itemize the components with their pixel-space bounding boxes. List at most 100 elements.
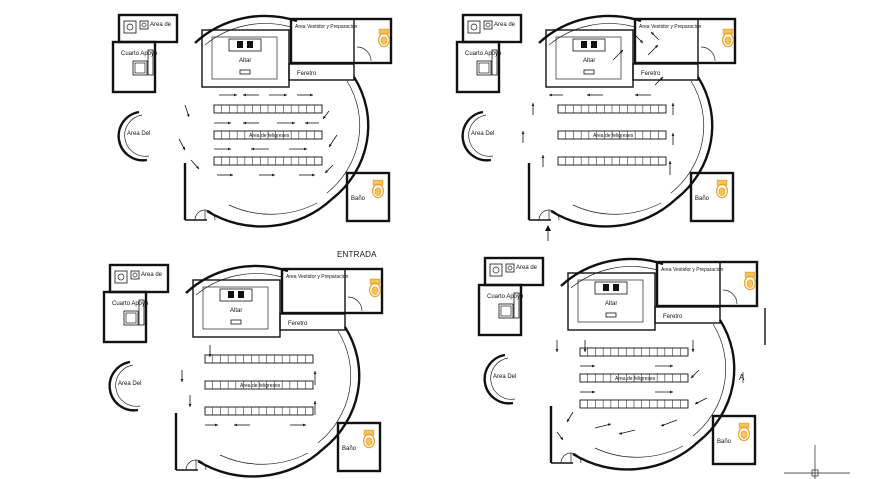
shelf-icon: [491, 49, 498, 76]
santisimo-label: Area Del: [493, 374, 516, 380]
flow-arrow: [549, 93, 563, 97]
vestry-room: [289, 17, 393, 65]
sink-icon: [130, 270, 140, 280]
flow-arrow: [322, 110, 330, 120]
restroom-label: Baño: [351, 196, 366, 202]
vestry-room: [280, 267, 384, 315]
bed-icon: [123, 310, 139, 326]
stove-icon: [489, 263, 503, 277]
public-restroom: [711, 414, 757, 466]
flow-arrow: [671, 103, 675, 115]
flow-arrow: [214, 147, 231, 151]
feretro-area: [288, 63, 355, 81]
toilet-icon: [372, 179, 385, 199]
toilet-icon: [369, 278, 382, 298]
flow-arrow: [612, 49, 624, 61]
public-restroom: [345, 171, 391, 223]
feretro-area: [654, 306, 721, 324]
public-restroom: [689, 171, 735, 223]
altar-table: [572, 38, 606, 52]
vestry-room: [655, 260, 759, 308]
toilet-icon: [378, 28, 391, 48]
flow-arrow: [313, 371, 317, 385]
altar-platform: [567, 272, 656, 331]
flow-arrow: [580, 390, 595, 394]
flow-arrow: [234, 423, 250, 427]
entrance-door-left: [538, 209, 550, 221]
flow-arrow: [583, 340, 587, 352]
flow-arrow: [214, 121, 231, 125]
flow-arrow: [251, 147, 269, 151]
entrance-door-right: [204, 209, 216, 221]
flow-arrow: [555, 340, 559, 352]
flow-arrow: [660, 419, 678, 427]
flow-arrow: [208, 345, 212, 357]
shelf-icon: [138, 299, 145, 326]
restroom-label: Baño: [695, 196, 710, 202]
nave-right-wall: [322, 326, 361, 450]
flow-arrow: [259, 173, 275, 177]
shelf-icon: [147, 49, 154, 76]
stove-icon: [114, 270, 128, 284]
services-label: Area de: [141, 272, 163, 278]
flow-arrow: [277, 121, 295, 125]
nave-top-wall: [185, 264, 289, 294]
nave-bottom-wall: [550, 198, 677, 228]
restroom-label: Baño: [717, 439, 732, 445]
toilet-icon: [738, 422, 751, 442]
flow-arrow: [184, 104, 190, 118]
restroom-label: Baño: [342, 446, 357, 452]
altar-table: [594, 281, 628, 295]
santisimo-chapel-wall: [483, 353, 514, 405]
flow-arrow: [243, 121, 259, 125]
santisimo-chapel-wall: [117, 110, 148, 162]
lectern-icon: [230, 319, 242, 325]
altar-platform: [545, 29, 634, 88]
bed-icon: [498, 303, 514, 319]
toilet-icon: [744, 271, 757, 291]
bed-icon: [132, 60, 148, 76]
pew: [213, 104, 323, 114]
entrance-door-left: [560, 452, 572, 464]
flow-arrow: [328, 134, 338, 148]
services-label: Area de: [150, 22, 172, 28]
sink-icon: [505, 263, 515, 273]
nave-bottom-wall: [197, 448, 324, 478]
flow-arrow: [299, 173, 315, 177]
altar-platform: [201, 29, 290, 88]
pew: [557, 104, 667, 114]
services-label: Area de: [516, 265, 538, 271]
altar-label: Altar: [230, 308, 242, 314]
flow-arrow: [655, 364, 673, 368]
flow-arrow: [655, 390, 673, 394]
feretro-label: Feretro: [297, 71, 317, 77]
feretro-label: Feretro: [288, 321, 308, 327]
pew: [213, 156, 323, 166]
support-room: [455, 40, 501, 94]
flow-arrow: [219, 93, 237, 97]
nave-top-wall: [194, 14, 298, 44]
santisimo-label: Area Del: [118, 381, 141, 387]
nave-seating-label: Area de feligreses: [240, 383, 281, 389]
altar-label: Altar: [239, 58, 251, 64]
support-room: [102, 290, 148, 344]
flow-arrow: [531, 103, 535, 115]
section-marker-label: A: [739, 373, 745, 382]
flow-arrow: [691, 340, 695, 352]
entrance-door-right: [548, 209, 560, 221]
nave-seating-label: Area de feligreses: [593, 133, 634, 139]
support-room-label: Cuarto Apoyo: [465, 51, 502, 57]
vestry-door: [356, 46, 372, 62]
origin-crosshair: [784, 445, 850, 479]
stove-icon: [123, 20, 137, 34]
flow-arrow: [694, 397, 708, 405]
section-marker: A: [739, 308, 766, 383]
flow-arrow: [313, 401, 317, 415]
pew: [579, 399, 689, 409]
santisimo-label: Area Del: [127, 131, 150, 137]
vestry-door: [722, 289, 738, 305]
vestry-label: Area Vestidor y Preparacion: [661, 267, 723, 273]
